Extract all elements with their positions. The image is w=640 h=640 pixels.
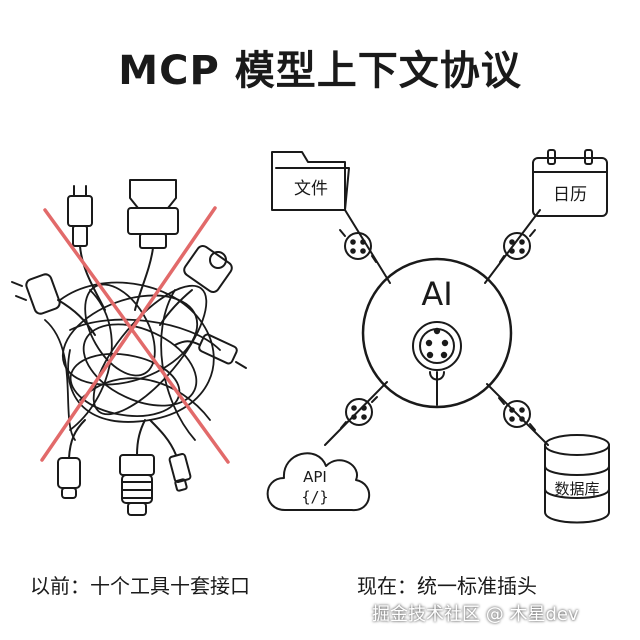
api-label: API xyxy=(303,468,327,486)
mcp-hub-illustration: AI 文件 日历 API {/} 数据库 xyxy=(266,149,610,524)
round-plug xyxy=(119,419,155,516)
spoke-connector xyxy=(499,229,536,263)
usb-a-plug xyxy=(67,185,106,311)
tangled-cables-illustration xyxy=(11,179,247,516)
power-plug xyxy=(11,273,96,336)
coaxial-plug xyxy=(159,244,233,326)
folder-icon xyxy=(271,151,350,211)
calendar-label: 日历 xyxy=(553,185,587,205)
page-title: MCP 模型上下文协议 xyxy=(118,48,522,94)
folder-label: 文件 xyxy=(294,179,328,199)
database-icon xyxy=(544,434,610,524)
hdmi-plug xyxy=(127,179,179,311)
caption-now: 现在：统一标准插头 xyxy=(357,574,537,598)
barrel-plug xyxy=(174,333,247,369)
caption-before: 以前：十个工具十套接口 xyxy=(30,574,250,598)
cloud-icon xyxy=(266,452,371,512)
calendar-icon xyxy=(532,149,608,217)
database-label: 数据库 xyxy=(554,480,599,498)
red-cross-mark xyxy=(40,206,230,464)
ai-hub-label: AI xyxy=(421,275,452,313)
ai-hub-circle xyxy=(361,257,513,409)
usb-c-plug xyxy=(57,419,86,499)
watermark: 掘金技术社区 @ 木星dev xyxy=(372,604,579,625)
spoke-connector xyxy=(498,397,536,431)
ai-socket-icon xyxy=(412,321,462,406)
connection-spokes xyxy=(324,209,549,446)
spoke-connector xyxy=(339,229,377,263)
api-code-label: {/} xyxy=(301,488,328,506)
spoke-connector xyxy=(340,396,378,429)
micro-plug xyxy=(149,419,192,492)
